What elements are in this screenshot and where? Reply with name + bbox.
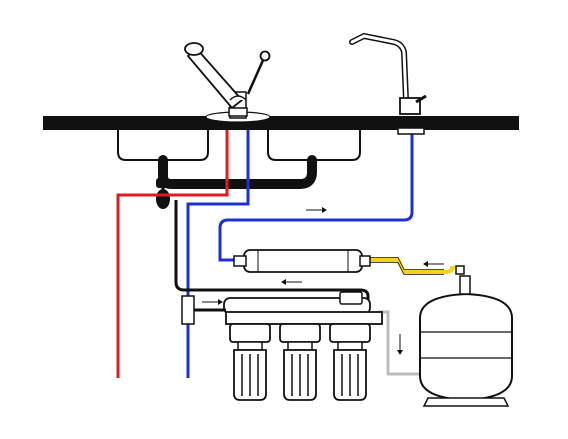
flow-arrows: [202, 207, 444, 355]
ro-faucet-line: [218, 128, 414, 262]
countertop: [43, 116, 519, 130]
ro-membrane-housing-icon: [223, 291, 383, 325]
hot-water-line: [116, 130, 229, 378]
flow-arrow-right: [306, 207, 327, 213]
ro-drain-line: [174, 200, 370, 305]
three-stage-prefilter-icon: [229, 323, 371, 401]
feed-tee-valve-icon: [181, 295, 226, 325]
sink-drain-pipe: [156, 155, 317, 209]
ro-faucet-icon: [349, 32, 427, 135]
pressure-tank-icon: [419, 265, 513, 407]
flow-arrow-left: [423, 261, 444, 267]
tank-feed-line: [378, 310, 420, 376]
ro-product-line: [362, 258, 456, 274]
inline-postfilter-icon: [233, 249, 371, 273]
flow-arrow-left: [281, 279, 302, 285]
kitchen-faucet-icon: [184, 42, 271, 119]
flow-arrow-down: [397, 334, 403, 355]
flow-arrow-right: [202, 299, 223, 305]
